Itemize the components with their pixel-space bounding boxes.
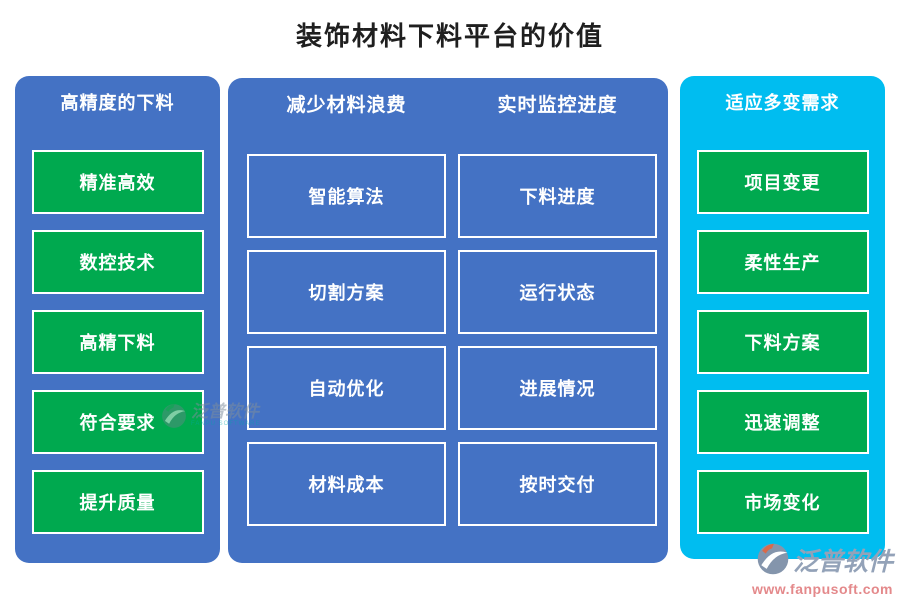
- middle-item-box: 自动优化: [247, 346, 446, 430]
- left-panel-header: 高精度的下料: [60, 93, 175, 113]
- middle-panel-headers: 减少材料浪费 实时监控进度: [247, 90, 657, 117]
- left-item-box: 提升质量: [31, 470, 204, 534]
- brand-name: 泛普软件: [792, 547, 893, 576]
- right-item-box: 迅速调整: [696, 390, 869, 454]
- left-item-box: 符合要求: [31, 390, 204, 454]
- right-item-box: 市场变化: [696, 470, 869, 534]
- middle-item-box: 材料成本: [247, 442, 446, 526]
- right-item-box: 柔性生产: [696, 230, 869, 294]
- middle-panel-grid: 智能算法 下料进度 切割方案 运行状态 自动优化 进展情况 材料成本 按时交付: [247, 154, 657, 526]
- middle-item-box: 运行状态: [458, 250, 657, 334]
- left-panel-items: 精准高效 数控技术 高精下料 符合要求 提升质量: [15, 150, 220, 534]
- fanpu-logo-icon: [755, 541, 791, 582]
- panel-high-precision: 高精度的下料 精准高效 数控技术 高精下料 符合要求 提升质量: [15, 76, 220, 563]
- right-panel-header: 适应多变需求: [725, 93, 840, 113]
- middle-item-box: 进展情况: [458, 346, 657, 430]
- right-item-box: 项目变更: [696, 150, 869, 214]
- middle-col2-header: 实时监控进度: [497, 95, 618, 116]
- middle-item-box: 切割方案: [247, 250, 446, 334]
- left-item-box: 精准高效: [31, 150, 204, 214]
- fanpu-brand: 泛普软件 www.fanpusoft.com: [752, 541, 893, 597]
- brand-website-link[interactable]: www.fanpusoft.com: [752, 581, 893, 597]
- right-item-box: 下料方案: [696, 310, 869, 374]
- left-item-box: 高精下料: [31, 310, 204, 374]
- panel-monitoring-waste: 减少材料浪费 实时监控进度 智能算法 下料进度 切割方案 运行状态 自动优化 进…: [228, 78, 668, 563]
- left-item-box: 数控技术: [31, 230, 204, 294]
- panel-flexible-demand: 适应多变需求 项目变更 柔性生产 下料方案 迅速调整 市场变化: [680, 76, 885, 559]
- middle-item-box: 下料进度: [458, 154, 657, 238]
- middle-item-box: 按时交付: [458, 442, 657, 526]
- page-title: 装饰材料下料平台的价值: [295, 21, 604, 51]
- middle-item-box: 智能算法: [247, 154, 446, 238]
- middle-col1-header: 减少材料浪费: [286, 95, 407, 116]
- right-panel-items: 项目变更 柔性生产 下料方案 迅速调整 市场变化: [680, 150, 885, 534]
